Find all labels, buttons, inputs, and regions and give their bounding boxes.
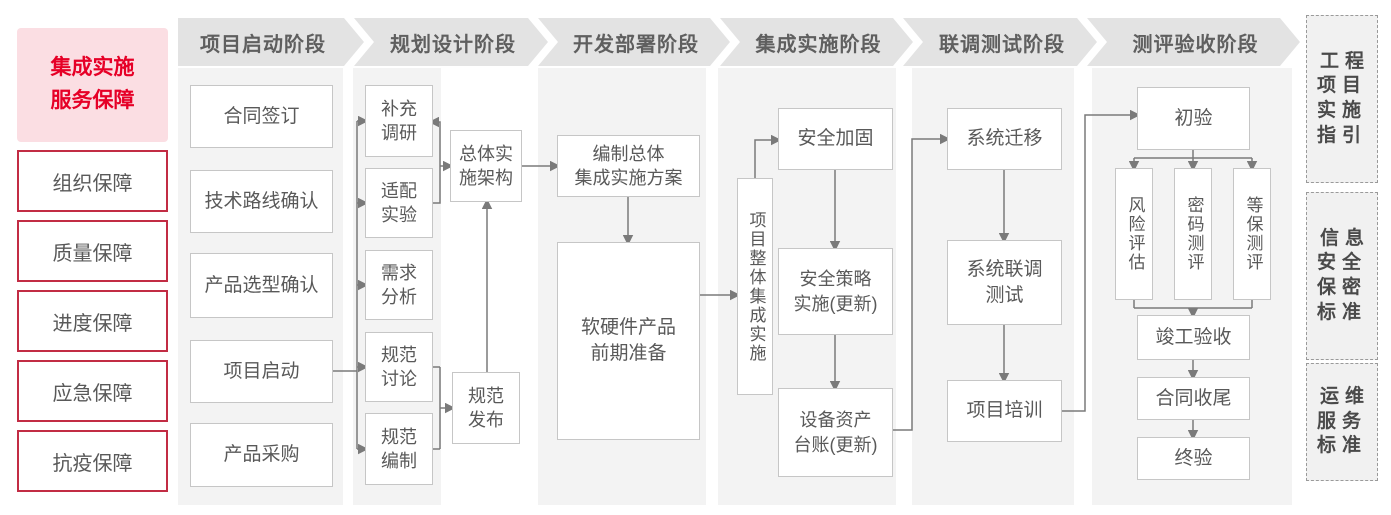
node-product-preparation: 软硬件产品 前期准备 [557, 242, 700, 440]
node-overall-architecture: 总体实 施架构 [450, 130, 522, 202]
node-security-hardening: 安全加固 [778, 108, 893, 170]
node-procurement: 产品采购 [190, 423, 333, 487]
node-asset-ledger: 设备资产 台账(更新) [778, 388, 893, 477]
node-supplement-research: 补充 调研 [365, 85, 433, 157]
node-project-kickoff: 项目启动 [190, 340, 333, 403]
node-overall-plan: 编制总体 集成实施方案 [557, 135, 700, 197]
node-requirement-analysis: 需求 分析 [365, 250, 433, 320]
phase-header-integration: 集成实施阶段 [720, 18, 913, 66]
standard-ops-service: 运维 服务 标准 [1306, 363, 1378, 481]
node-project-training: 项目培训 [947, 380, 1062, 442]
node-overall-integration: 项目整体集成实施 [737, 178, 773, 395]
standard-security-confidentiality: 信息 安全 保密 标准 [1306, 192, 1378, 360]
phase-header-planning-design: 规划设计阶段 [354, 18, 548, 66]
phase-header-project-initiation: 项目启动阶段 [178, 18, 364, 66]
guarantee-quality: 质量保障 [17, 220, 168, 282]
phase-header-joint-testing: 联调测试阶段 [903, 18, 1097, 66]
node-adaptation-test: 适配 实验 [365, 168, 433, 238]
node-tech-route: 技术路线确认 [190, 170, 333, 233]
node-completion-acceptance: 竣工验收 [1137, 315, 1250, 360]
guarantee-organization: 组织保障 [17, 150, 168, 212]
program-title: 集成实施 服务保障 [17, 28, 168, 142]
node-spec-release: 规范 发布 [452, 372, 520, 444]
phase-header-dev-deployment: 开发部署阶段 [538, 18, 730, 66]
node-contract-closure: 合同收尾 [1137, 377, 1250, 420]
node-spec-drafting: 规范 编制 [365, 413, 433, 485]
node-risk-assessment: 风险评估 [1115, 168, 1153, 300]
guarantee-epidemic: 抗疫保障 [17, 430, 168, 492]
node-final-acceptance: 终验 [1137, 437, 1250, 480]
node-contract-signing: 合同签订 [190, 85, 333, 148]
standard-project-guide: 工程 项目 实施 指引 [1306, 15, 1378, 183]
node-security-policy: 安全策略 实施(更新) [778, 248, 893, 335]
guarantee-emergency: 应急保障 [17, 360, 168, 422]
node-initial-acceptance: 初验 [1137, 87, 1250, 150]
phase-header-acceptance: 测评验收阶段 [1087, 18, 1300, 66]
node-product-selection: 产品选型确认 [190, 253, 333, 318]
node-classified-protection-test: 等保测评 [1233, 168, 1271, 300]
node-system-migration: 系统迁移 [947, 108, 1062, 170]
node-joint-debugging: 系统联调 测试 [947, 240, 1062, 325]
node-crypto-test: 密码测评 [1174, 168, 1212, 300]
node-spec-discussion: 规范 讨论 [365, 332, 433, 402]
guarantee-schedule: 进度保障 [17, 290, 168, 352]
